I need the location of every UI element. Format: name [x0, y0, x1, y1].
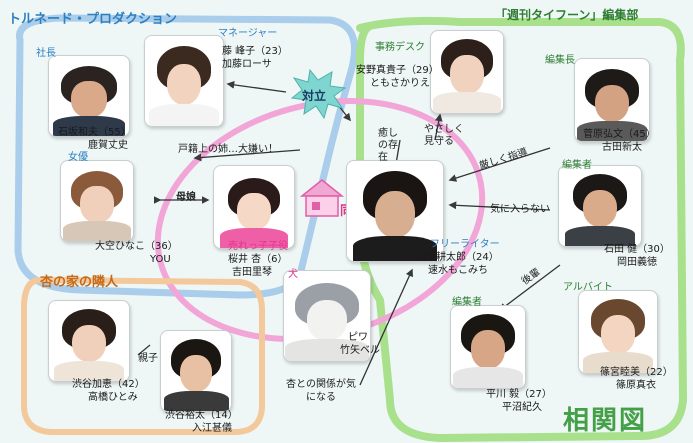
president-role: 社長 [36, 48, 56, 59]
parttimer-portrait [578, 290, 658, 374]
relation-kind-watch: やさしく見守る [424, 124, 464, 147]
rivalry-badge-shape [290, 68, 347, 120]
chief-portrait [574, 58, 650, 142]
president-portrait [48, 55, 130, 137]
relation-anzu-concern: 杏との関係が気になる [286, 379, 356, 403]
diagram-title: 相関図 [563, 406, 648, 436]
editor-ishida-portrait [558, 165, 642, 247]
typhoon-group-title: 「週刊タイフーン」編集部 [495, 8, 639, 22]
desk-name: 安野真貴子（29） [356, 65, 439, 76]
desk-actor: ともさかりえ [370, 78, 430, 89]
writer-actor: 速水もこみち [428, 265, 488, 276]
writer-role: フリーライター [430, 239, 500, 250]
rivalry-badge: 対立 [302, 89, 327, 103]
dog-actor: 竹矢ベル [340, 345, 380, 356]
neighbor-mother-name: 渋谷加恵（42） [72, 379, 145, 390]
arrow-kind [434, 113, 443, 141]
arrow-concern [359, 268, 413, 386]
childstar-portrait [213, 165, 295, 249]
relation-aunt: 戸籍上の姉…大嫌い！ [178, 144, 278, 155]
chief-name: 菅原弘文（45） [583, 129, 656, 140]
relation-dislike: 気に入らない [490, 204, 550, 215]
manager-role: マネージャー [218, 28, 278, 39]
arrow-parent-child [137, 344, 151, 356]
editor-ishida-role: 編集者 [562, 160, 592, 171]
tornado-group-title: トルネード・プロダクション [8, 12, 178, 27]
tornado-group-ring [14, 14, 358, 299]
parttimer-actor: 篠原真衣 [616, 380, 656, 391]
actress-role: 女優 [68, 152, 88, 163]
arrow-strict [448, 147, 551, 182]
childstar-role: 売れっ子子役 [228, 241, 288, 252]
relation-healing: 癒しの存在 [378, 128, 398, 163]
neighbor-son-actor: 入江甚儀 [192, 423, 232, 434]
desk-portrait [430, 30, 504, 114]
parttimer-role: アルバイト [563, 282, 613, 293]
editor-ishida-name: 石田 健（30） [604, 244, 670, 255]
dog-name: ピワ [348, 332, 368, 343]
actress-name: 大空ひなこ（36） [95, 241, 178, 252]
house-icon [299, 179, 345, 217]
manager-name: 藤 峰子（23） [222, 46, 288, 57]
neighbor-mother-actor: 高橋ひとみ [88, 392, 138, 403]
arrow-junior [498, 264, 561, 311]
writer-name: 山下耕太郎（24） [416, 252, 499, 263]
childstar-actor: 吉田里琴 [232, 267, 272, 278]
neighbor-mother-portrait [48, 300, 130, 382]
desk-role: 事務デスク [375, 42, 425, 53]
writer-portrait [346, 160, 444, 262]
editor-hirakawa-role: 編集者 [452, 297, 482, 308]
editor-hirakawa-name: 平川 毅（27） [486, 389, 552, 400]
actress-actor: YOU [150, 254, 171, 265]
president-name: 石坂和夫（55） [58, 127, 131, 138]
dog-role: 犬 [288, 269, 298, 280]
neighbors-group-ring [21, 276, 265, 435]
neighbor-son-name: 渋谷裕太（14） [165, 410, 238, 421]
arrow-dislike [448, 201, 551, 211]
editor-hirakawa-portrait [450, 305, 526, 389]
manager-portrait [144, 35, 224, 127]
manager-actor: 加藤ローサ [222, 59, 272, 70]
actress-portrait [60, 160, 134, 242]
editor-ishida-actor: 岡田義徳 [617, 257, 657, 268]
childstar-name: 桜井 杏（6） [228, 254, 288, 265]
neighbors-group-title: 杏の家の隣人 [40, 275, 119, 290]
parttimer-name: 篠宮睦美（22） [600, 367, 673, 378]
chief-role: 編集長 [545, 55, 575, 66]
editor-hirakawa-actor: 平沼紀久 [502, 402, 542, 413]
arrow-rival-left [226, 80, 287, 93]
president-actor: 鹿賀丈史 [88, 140, 128, 151]
arrow-aunt [193, 149, 301, 162]
relation-parent-child: 親子 [138, 353, 158, 364]
chief-actor: 古田新太 [602, 142, 642, 153]
neighbor-son-portrait [160, 330, 232, 412]
relation-mother-daughter: 母娘 [176, 192, 196, 203]
dog-portrait [283, 270, 371, 362]
